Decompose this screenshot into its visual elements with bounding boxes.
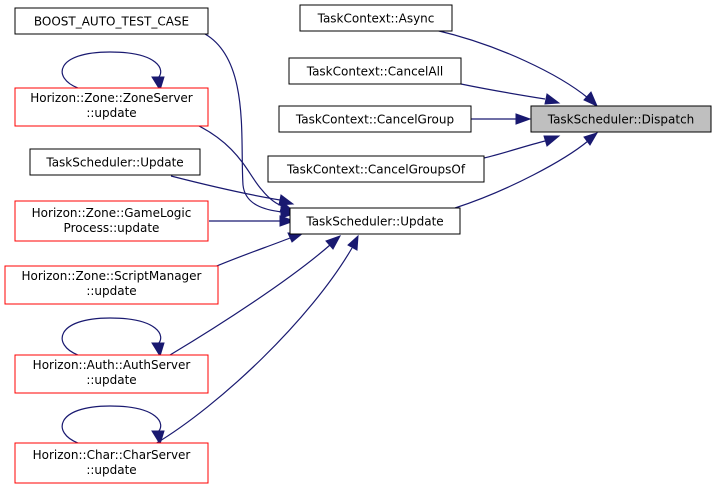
node-zone-server-update[interactable]: Horizon::Zone::ZoneServer ::update xyxy=(14,87,209,127)
edge-layer xyxy=(61,29,599,446)
node-layer: BOOST_AUTO_TEST_CASE Horizon::Zone::Zone… xyxy=(4,4,712,484)
node-label: TaskScheduler::Update xyxy=(45,156,183,170)
node-task-context-cancel-groups-of[interactable]: TaskContext::CancelGroupsOf xyxy=(267,155,485,183)
node-label: TaskScheduler::Dispatch xyxy=(547,113,695,127)
node-label-line-1: Horizon::Zone::GameLogic xyxy=(32,206,192,220)
node-label: TaskScheduler::Update xyxy=(305,215,443,229)
node-task-scheduler-update-left[interactable]: TaskScheduler::Update xyxy=(29,148,201,176)
node-script-manager-update[interactable]: Horizon::Zone::ScriptManager ::update xyxy=(4,265,219,305)
node-game-logic-process-update[interactable]: Horizon::Zone::GameLogic Process::update xyxy=(14,200,209,242)
node-label: TaskContext::Async xyxy=(317,12,435,26)
edge-cancel-groups-of-to-dispatch xyxy=(483,135,561,159)
node-label-line-2: ::update xyxy=(86,463,136,477)
edge-update-to-dispatch xyxy=(454,132,599,209)
node-char-server-update[interactable]: Horizon::Char::CharServer ::update xyxy=(14,442,209,484)
node-label-line-2: ::update xyxy=(86,373,136,387)
node-label-line-1: Horizon::Auth::AuthServer xyxy=(33,358,191,372)
edge-async-to-dispatch xyxy=(434,29,598,107)
node-task-context-cancel-all[interactable]: TaskContext::CancelAll xyxy=(288,57,462,85)
edge-auth-server-to-update xyxy=(169,235,342,356)
edge-scheduler-update-left-to-update xyxy=(170,175,295,206)
edge-game-logic-to-update xyxy=(209,215,296,227)
node-label-line-1: Horizon::Zone::ScriptManager xyxy=(21,269,201,283)
edge-char-server-to-update xyxy=(154,234,359,445)
node-label: BOOST_AUTO_TEST_CASE xyxy=(34,15,189,29)
node-label-line-1: Horizon::Char::CharServer xyxy=(33,448,191,462)
node-task-context-cancel-group[interactable]: TaskContext::CancelGroup xyxy=(278,105,472,133)
node-label-line-2: ::update xyxy=(86,106,136,120)
edge-zone-server-self-loop xyxy=(61,51,165,92)
edge-cancel-group-to-dispatch xyxy=(471,113,532,125)
edge-char-server-self-loop xyxy=(61,405,165,446)
node-label-line-2: ::update xyxy=(86,284,136,298)
node-task-context-async[interactable]: TaskContext::Async xyxy=(299,4,453,32)
node-label: TaskContext::CancelAll xyxy=(306,65,444,79)
node-label-line-1: Horizon::Zone::ZoneServer xyxy=(30,91,193,105)
node-label: TaskContext::CancelGroup xyxy=(295,113,454,127)
node-task-scheduler-dispatch[interactable]: TaskScheduler::Dispatch xyxy=(530,105,712,133)
edge-auth-server-self-loop xyxy=(61,317,165,358)
node-label-line-2: Process::update xyxy=(64,221,160,235)
edge-script-manager-to-update xyxy=(211,232,305,269)
node-auth-server-update[interactable]: Horizon::Auth::AuthServer ::update xyxy=(14,354,209,394)
edge-cancel-all-to-dispatch xyxy=(460,83,561,105)
node-task-scheduler-update-center[interactable]: TaskScheduler::Update xyxy=(289,207,461,235)
node-boost-auto-test-case[interactable]: BOOST_AUTO_TEST_CASE xyxy=(14,7,209,35)
node-label: TaskContext::CancelGroupsOf xyxy=(286,163,466,177)
